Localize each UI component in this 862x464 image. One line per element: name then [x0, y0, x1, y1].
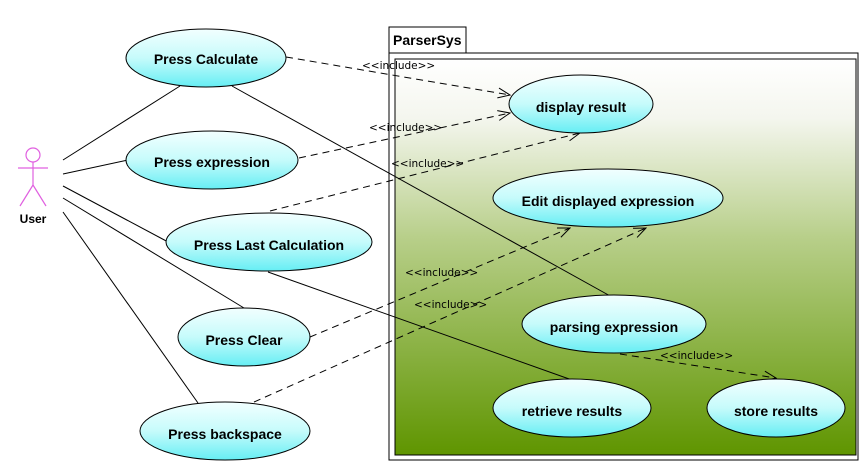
- use-case-label: Press Calculate: [154, 51, 258, 67]
- assoc-user-press-calculate: [62, 85, 181, 161]
- include-parsing-store: [619, 353, 776, 378]
- assoc-user-press-expression: [62, 159, 129, 175]
- use-case-display-result[interactable]: display result: [508, 74, 654, 134]
- use-case-label: Press Clear: [205, 332, 283, 348]
- use-case-press-calculate[interactable]: Press Calculate: [125, 28, 287, 88]
- include-label-1: <<include>>: [362, 60, 435, 72]
- include-calculate-display: [285, 56, 510, 95]
- associations: [62, 85, 613, 404]
- assoc-calculate-parsing: [231, 85, 613, 298]
- system-title: ParserSys: [393, 32, 462, 48]
- use-case-edit-displayed-expression[interactable]: Edit displayed expression: [492, 168, 724, 228]
- include-last-calc-display: [269, 133, 580, 212]
- use-case-press-clear[interactable]: Press Clear: [177, 307, 311, 367]
- use-case-press-backspace[interactable]: Press backspace: [139, 401, 311, 461]
- use-case-parsing-expression[interactable]: parsing expression: [521, 294, 707, 354]
- assoc-user-press-last-calculation: [62, 185, 171, 244]
- include-label-4: <<include>>: [405, 267, 478, 279]
- actor-stick-figure-icon: [18, 147, 48, 207]
- use-case-press-expression[interactable]: Press expression: [125, 130, 299, 190]
- use-case-retrieve-results[interactable]: retrieve results: [492, 378, 652, 438]
- assoc-last-calc-retrieve: [267, 271, 573, 381]
- include-dependencies: [253, 56, 776, 403]
- use-case-label: display result: [536, 99, 627, 115]
- include-label-2: <<include>>: [369, 122, 442, 134]
- use-case-label: parsing expression: [550, 319, 678, 335]
- use-case-label: store results: [734, 403, 818, 419]
- assoc-user-press-backspace: [62, 211, 199, 404]
- include-label-5: <<include>>: [414, 299, 487, 311]
- system-tab: [388, 26, 467, 54]
- include-label-6: <<include>>: [660, 350, 733, 362]
- use-case-press-last-calculation[interactable]: Press Last Calculation: [165, 212, 373, 272]
- use-case-label: retrieve results: [522, 403, 623, 419]
- include-clear-edit: [309, 228, 570, 338]
- use-case-label: Edit displayed expression: [522, 193, 695, 209]
- assoc-user-press-clear: [62, 197, 245, 309]
- use-case-store-results[interactable]: store results: [706, 378, 846, 438]
- actor-user[interactable]: User: [18, 147, 48, 226]
- use-case-label: Press expression: [154, 154, 270, 170]
- actor-label: User: [20, 212, 47, 226]
- include-label-3: <<include>>: [391, 158, 464, 170]
- use-case-label: Press Last Calculation: [194, 237, 344, 253]
- include-labels: <<include>> <<include>> <<include>> <<in…: [362, 60, 733, 362]
- use-case-label: Press backspace: [168, 426, 282, 442]
